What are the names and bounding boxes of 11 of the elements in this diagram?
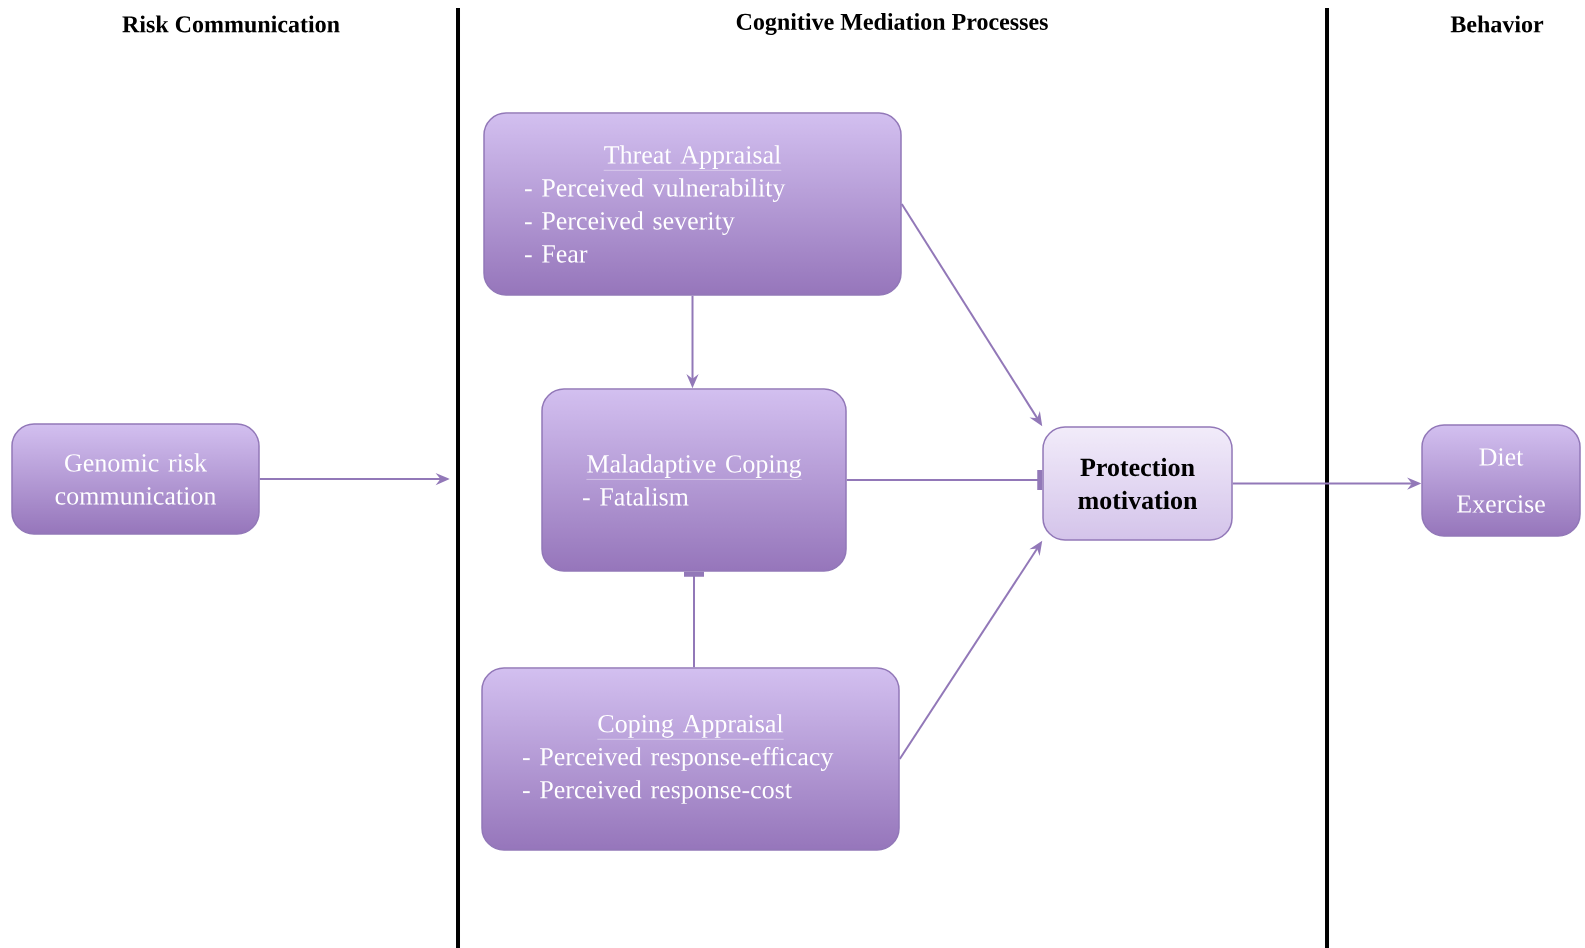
process-box: Coping Appraisal - Perceived response-efficacy - Perceived response-cost — [481, 667, 900, 851]
process-box: Maladaptive Coping - Fatalism — [541, 388, 847, 572]
process-box: Diet Exercise — [1421, 424, 1581, 537]
process-box: Threat Appraisal - Perceived vulnerability - Perceived severity - Fear — [483, 112, 902, 296]
arrow — [684, 571, 704, 669]
process-box: Genomic risk communication — [11, 423, 260, 535]
column-heading: Behavior — [1450, 15, 1544, 33]
column-heading: Risk Communication — [122, 15, 340, 33]
arrow — [845, 470, 1043, 490]
process-box: Protection motivation — [1042, 426, 1233, 541]
column-heading: Cognitive Mediation Processes — [736, 13, 1048, 35]
